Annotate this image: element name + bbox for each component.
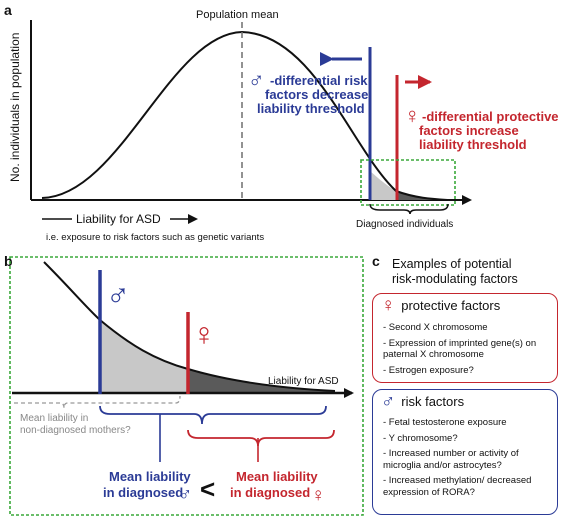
female-mean-line2: in diagnosed [230,485,310,500]
protective-factors-box: ♀ protective factors - Second X chromoso… [372,293,558,383]
panel-b-liability-label: Liability for ASD [268,376,339,387]
female-text-line1: -differential protective [422,109,559,124]
male-symbol-b: ♂ [106,276,130,312]
male-text-line3: liability threshold [257,101,365,116]
population-mean-label: Population mean [196,9,279,21]
female-symbol-mean: ♀ [311,485,325,506]
risk-factors-heading: ♂ risk factors [381,392,464,411]
female-symbol-b: ♀ [192,316,216,352]
panel-c-title-line2: risk-modulating factors [392,272,518,286]
protective-factors-list: - Second X chromosome - Expression of im… [383,322,543,380]
male-symbol-c: ♂ [381,391,396,412]
panel-a-distribution-curve [41,30,449,201]
panel-b-label: b [4,253,13,269]
mothers-label-line1: Mean liability in [20,413,88,424]
list-item: - Fetal testosterone exposure [383,417,507,428]
mothers-bracket [14,395,181,409]
less-than-sign: < [200,474,215,504]
female-symbol-c: ♀ [381,295,396,316]
male-symbol-a: ♂ [248,67,265,92]
panel-a-tail-shade-light [370,171,396,200]
female-diagnosed-bracket [187,429,335,447]
list-item: - Y chromosome? [383,432,458,444]
list-item: - Increased methylation/ decreased expre… [383,475,532,498]
risk-factors-title: risk factors [401,394,465,409]
diagnosed-label: Diagnosed individuals [356,219,453,230]
panel-b-shade-dark [188,369,335,393]
panel-a-tail-shade-dark [396,191,448,200]
list-item: - Expression of imprinted gene(s) on pat… [383,337,537,361]
risk-factors-list: - Fetal testosterone exposure - Y chromo… [383,417,548,502]
female-symbol-a: ♀ [404,103,421,128]
diagnosed-bracket [369,203,449,215]
female-text-line2: factors increase [419,123,519,138]
male-diagnosed-bracket [99,405,327,425]
female-mean-line1: Mean liability [236,469,318,484]
panel-a-highlight-box [360,159,456,206]
panel-a-label: a [4,2,12,18]
panel-a-liability-label: Liability for ASD [76,212,161,226]
panel-a-y-axis-label: No. individuals in population [8,33,22,182]
panel-b-frame [9,256,364,516]
female-text-line3: liability threshold [419,137,527,152]
male-text-line2: factors decrease [265,87,368,102]
risk-factors-box: ♂ risk factors - Fetal testosterone expo… [372,389,558,515]
male-text-line1: -differential risk [270,73,368,88]
panel-a-exposure-note: i.e. exposure to risk factors such as ge… [46,232,264,243]
list-item: - Estrogen exposure? [383,364,474,376]
panel-c-title-line1: Examples of potential [392,257,512,271]
male-symbol-mean: ♂ [178,484,192,505]
protective-factors-heading: ♀ protective factors [381,296,500,315]
panel-c-label: c [372,253,380,269]
panel-c-title: Examples of potential risk-modulating fa… [392,257,562,287]
list-item: - Second X chromosome [383,322,488,333]
male-mean-line2: in diagnosed [103,485,183,500]
mothers-label-line2: non-diagnosed mothers? [20,425,131,436]
panel-b-tail-curve [43,261,336,392]
protective-factors-title: protective factors [401,298,501,313]
male-mean-line1: Mean liability [109,469,191,484]
list-item: - Increased number or activity of microg… [383,448,519,471]
